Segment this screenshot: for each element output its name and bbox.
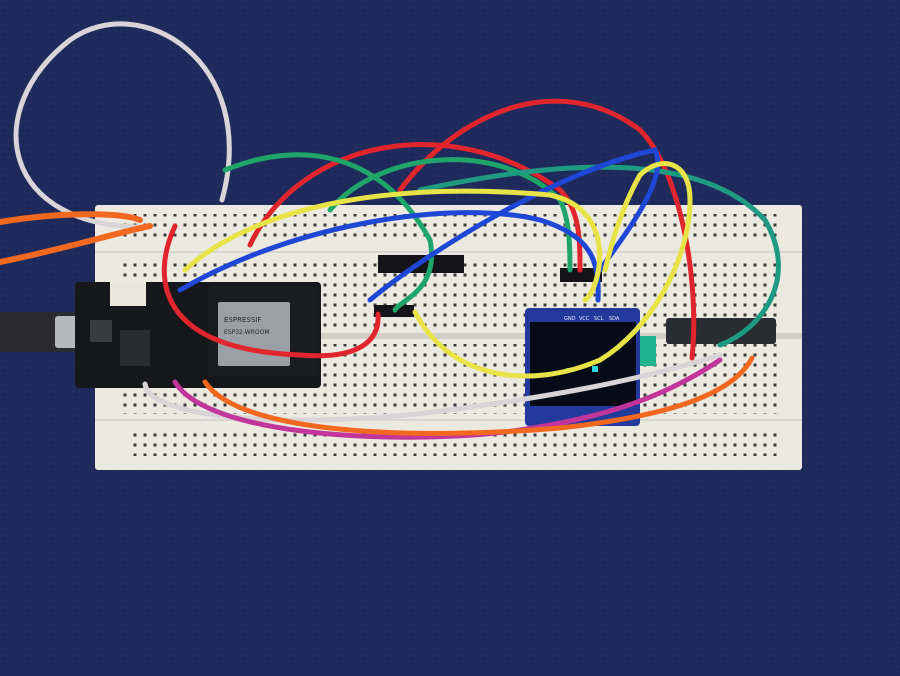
chip-marking-model: ESP32-WROOM: [224, 329, 270, 336]
oled-pin-gnd: GND: [564, 316, 576, 322]
oled-pin-sda: SDA: [609, 316, 620, 322]
esp32-board: ESPRESSIF ESP32-WROOM: [75, 282, 321, 388]
jumper-wires: [0, 21, 781, 440]
chip-marking-brand: ESPRESSIF: [224, 316, 261, 324]
oled-pin-vcc: VCC: [579, 316, 590, 322]
oled-pin-scl: SCL: [594, 316, 604, 322]
